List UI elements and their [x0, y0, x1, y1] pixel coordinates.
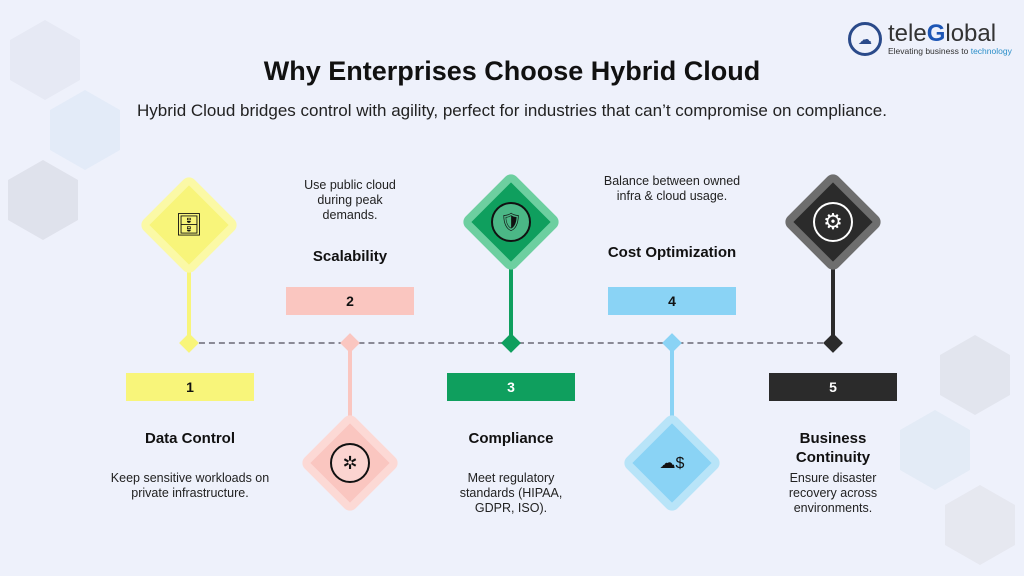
cloud-dollar-icon: ☁$ [659, 455, 685, 472]
number-box-3: 3 [447, 373, 575, 401]
timeline-dot-4 [662, 333, 682, 353]
stem-1 [187, 270, 191, 343]
logo-name: teleGlobal [888, 20, 997, 47]
stem-4 [670, 343, 674, 418]
number-box-2: 2 [286, 287, 414, 315]
shield-check-icon: 🛡 [491, 202, 531, 242]
item-desc-2: Use public cloud during peak demands. [304, 178, 396, 222]
stem-3 [509, 268, 513, 343]
logo-cloud-icon: ☁ [848, 22, 882, 56]
page-subtitle: Hybrid Cloud bridges control with agilit… [137, 101, 887, 120]
gear-cycle-icon: ⚙ [813, 202, 853, 242]
number-box-5: 5 [769, 373, 897, 401]
decor-hexagon [945, 485, 1015, 565]
network-hub-icon: ✲ [330, 443, 370, 483]
logo-tagline: Elevating business to technology [888, 46, 1012, 56]
timeline-dot-1 [179, 333, 199, 353]
database-icon: 🗄 [175, 212, 203, 237]
item-desc-3: Meet regulatory standards (HIPAA, GDPR, … [459, 471, 563, 515]
item-title-4: Cost Optimization [607, 244, 737, 261]
decor-hexagon [940, 335, 1010, 415]
timeline-dot-3 [501, 333, 521, 353]
timeline-dot-2 [340, 333, 360, 353]
item-title-1: Data Control [145, 430, 235, 447]
item-desc-5: Ensure disaster recovery across environm… [788, 471, 878, 515]
page-title: Why Enterprises Choose Hybrid Cloud [263, 56, 761, 86]
item-title-2: Scalability [312, 248, 388, 265]
decor-hexagon [8, 160, 78, 240]
item-desc-1: Keep sensitive workloads on private infr… [110, 471, 270, 500]
item-title-5: Business Continuity [795, 430, 871, 466]
stem-5 [831, 268, 835, 343]
teleglobal-logo: ☁ teleGlobal Elevating business to techn… [848, 22, 1012, 56]
decor-hexagon [900, 410, 970, 490]
item-desc-4: Balance between owned infra & cloud usag… [603, 174, 741, 203]
number-box-1: 1 [126, 373, 254, 401]
item-title-3: Compliance [468, 430, 554, 447]
stem-2 [348, 343, 352, 418]
number-box-4: 4 [608, 287, 736, 315]
timeline-dot-5 [823, 333, 843, 353]
